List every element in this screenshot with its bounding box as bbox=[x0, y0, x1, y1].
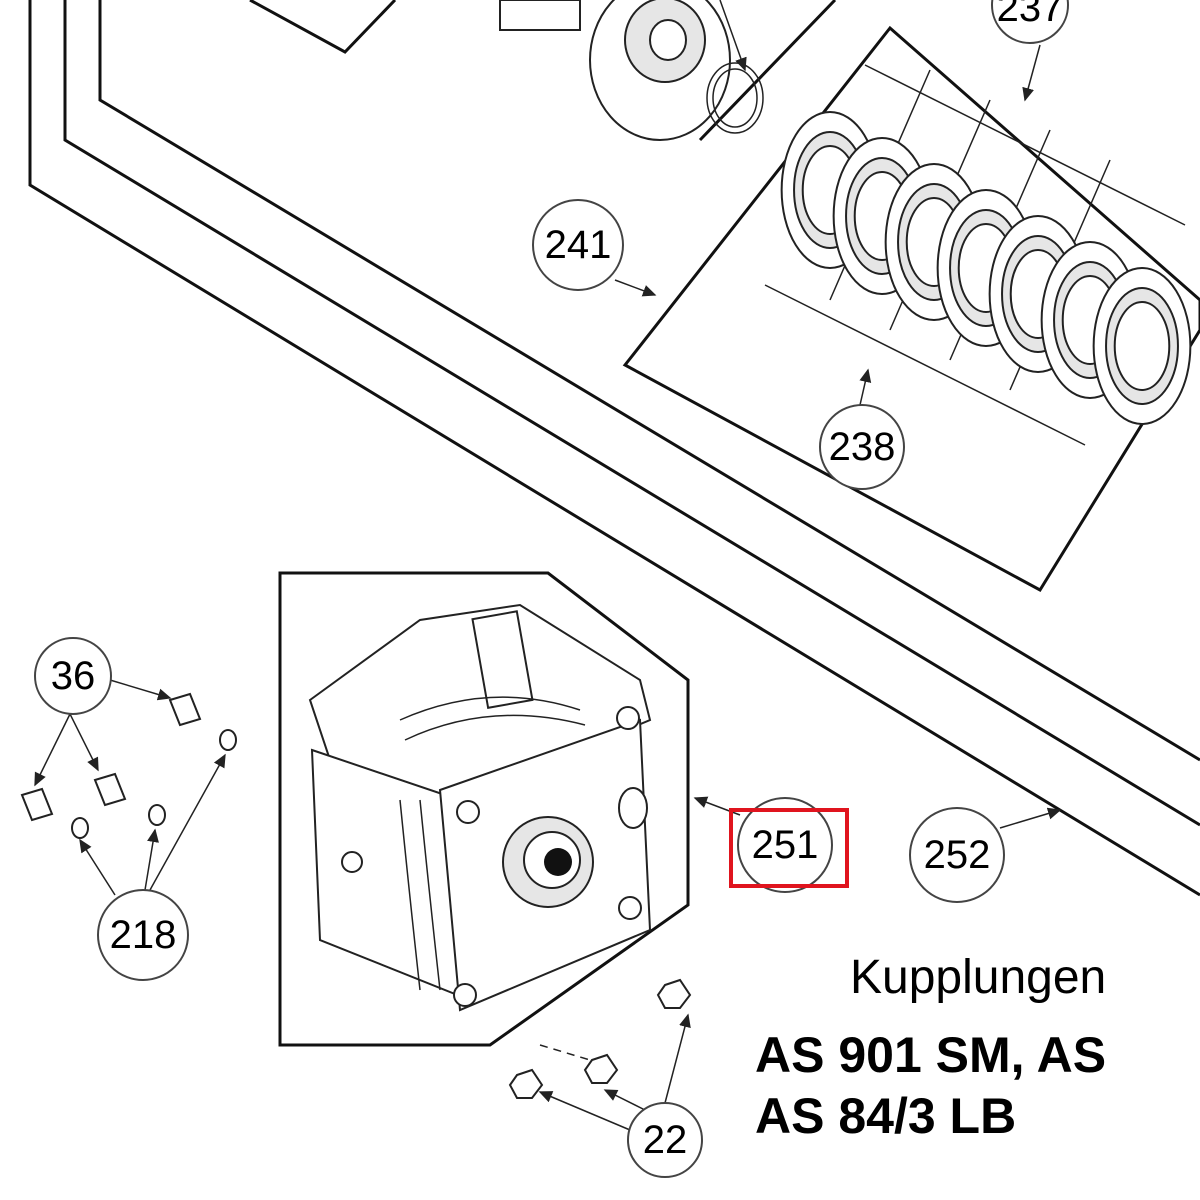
callout-252: 252 bbox=[909, 807, 1005, 903]
bolts-and-nuts bbox=[20, 692, 692, 1099]
callout-241: 241 bbox=[532, 199, 624, 291]
leader-lines bbox=[34, 0, 1062, 1131]
callout-label: 238 bbox=[829, 425, 896, 469]
callout-label: 251 bbox=[752, 823, 819, 867]
highlight-box bbox=[729, 808, 849, 888]
callout-251[interactable]: 251 bbox=[729, 797, 849, 893]
actuator-assembly bbox=[278, 571, 690, 1047]
callout-label: 36 bbox=[51, 654, 96, 698]
callout-22: 22 bbox=[627, 1102, 703, 1178]
callout-36: 36 bbox=[34, 637, 112, 715]
callout-237: 237 bbox=[991, 0, 1069, 44]
callout-label: 241 bbox=[545, 223, 612, 267]
callout-label: 252 bbox=[924, 833, 991, 877]
clutch-plate bbox=[1113, 301, 1171, 391]
model-line-2: AS 84/3 LB bbox=[755, 1088, 1016, 1144]
callout-label: 22 bbox=[643, 1118, 688, 1162]
callout-label: 237 bbox=[997, 0, 1064, 30]
callout-238: 238 bbox=[819, 404, 905, 490]
diagram-title: Kupplungen bbox=[850, 951, 1106, 1004]
callout-218: 218 bbox=[97, 889, 189, 981]
callout-label: 218 bbox=[110, 913, 177, 957]
model-line-1: AS 901 SM, AS bbox=[755, 1027, 1106, 1083]
frame-lines bbox=[28, 0, 1200, 897]
gear-part bbox=[499, 0, 764, 141]
clutch-plates-group bbox=[622, 25, 1200, 592]
